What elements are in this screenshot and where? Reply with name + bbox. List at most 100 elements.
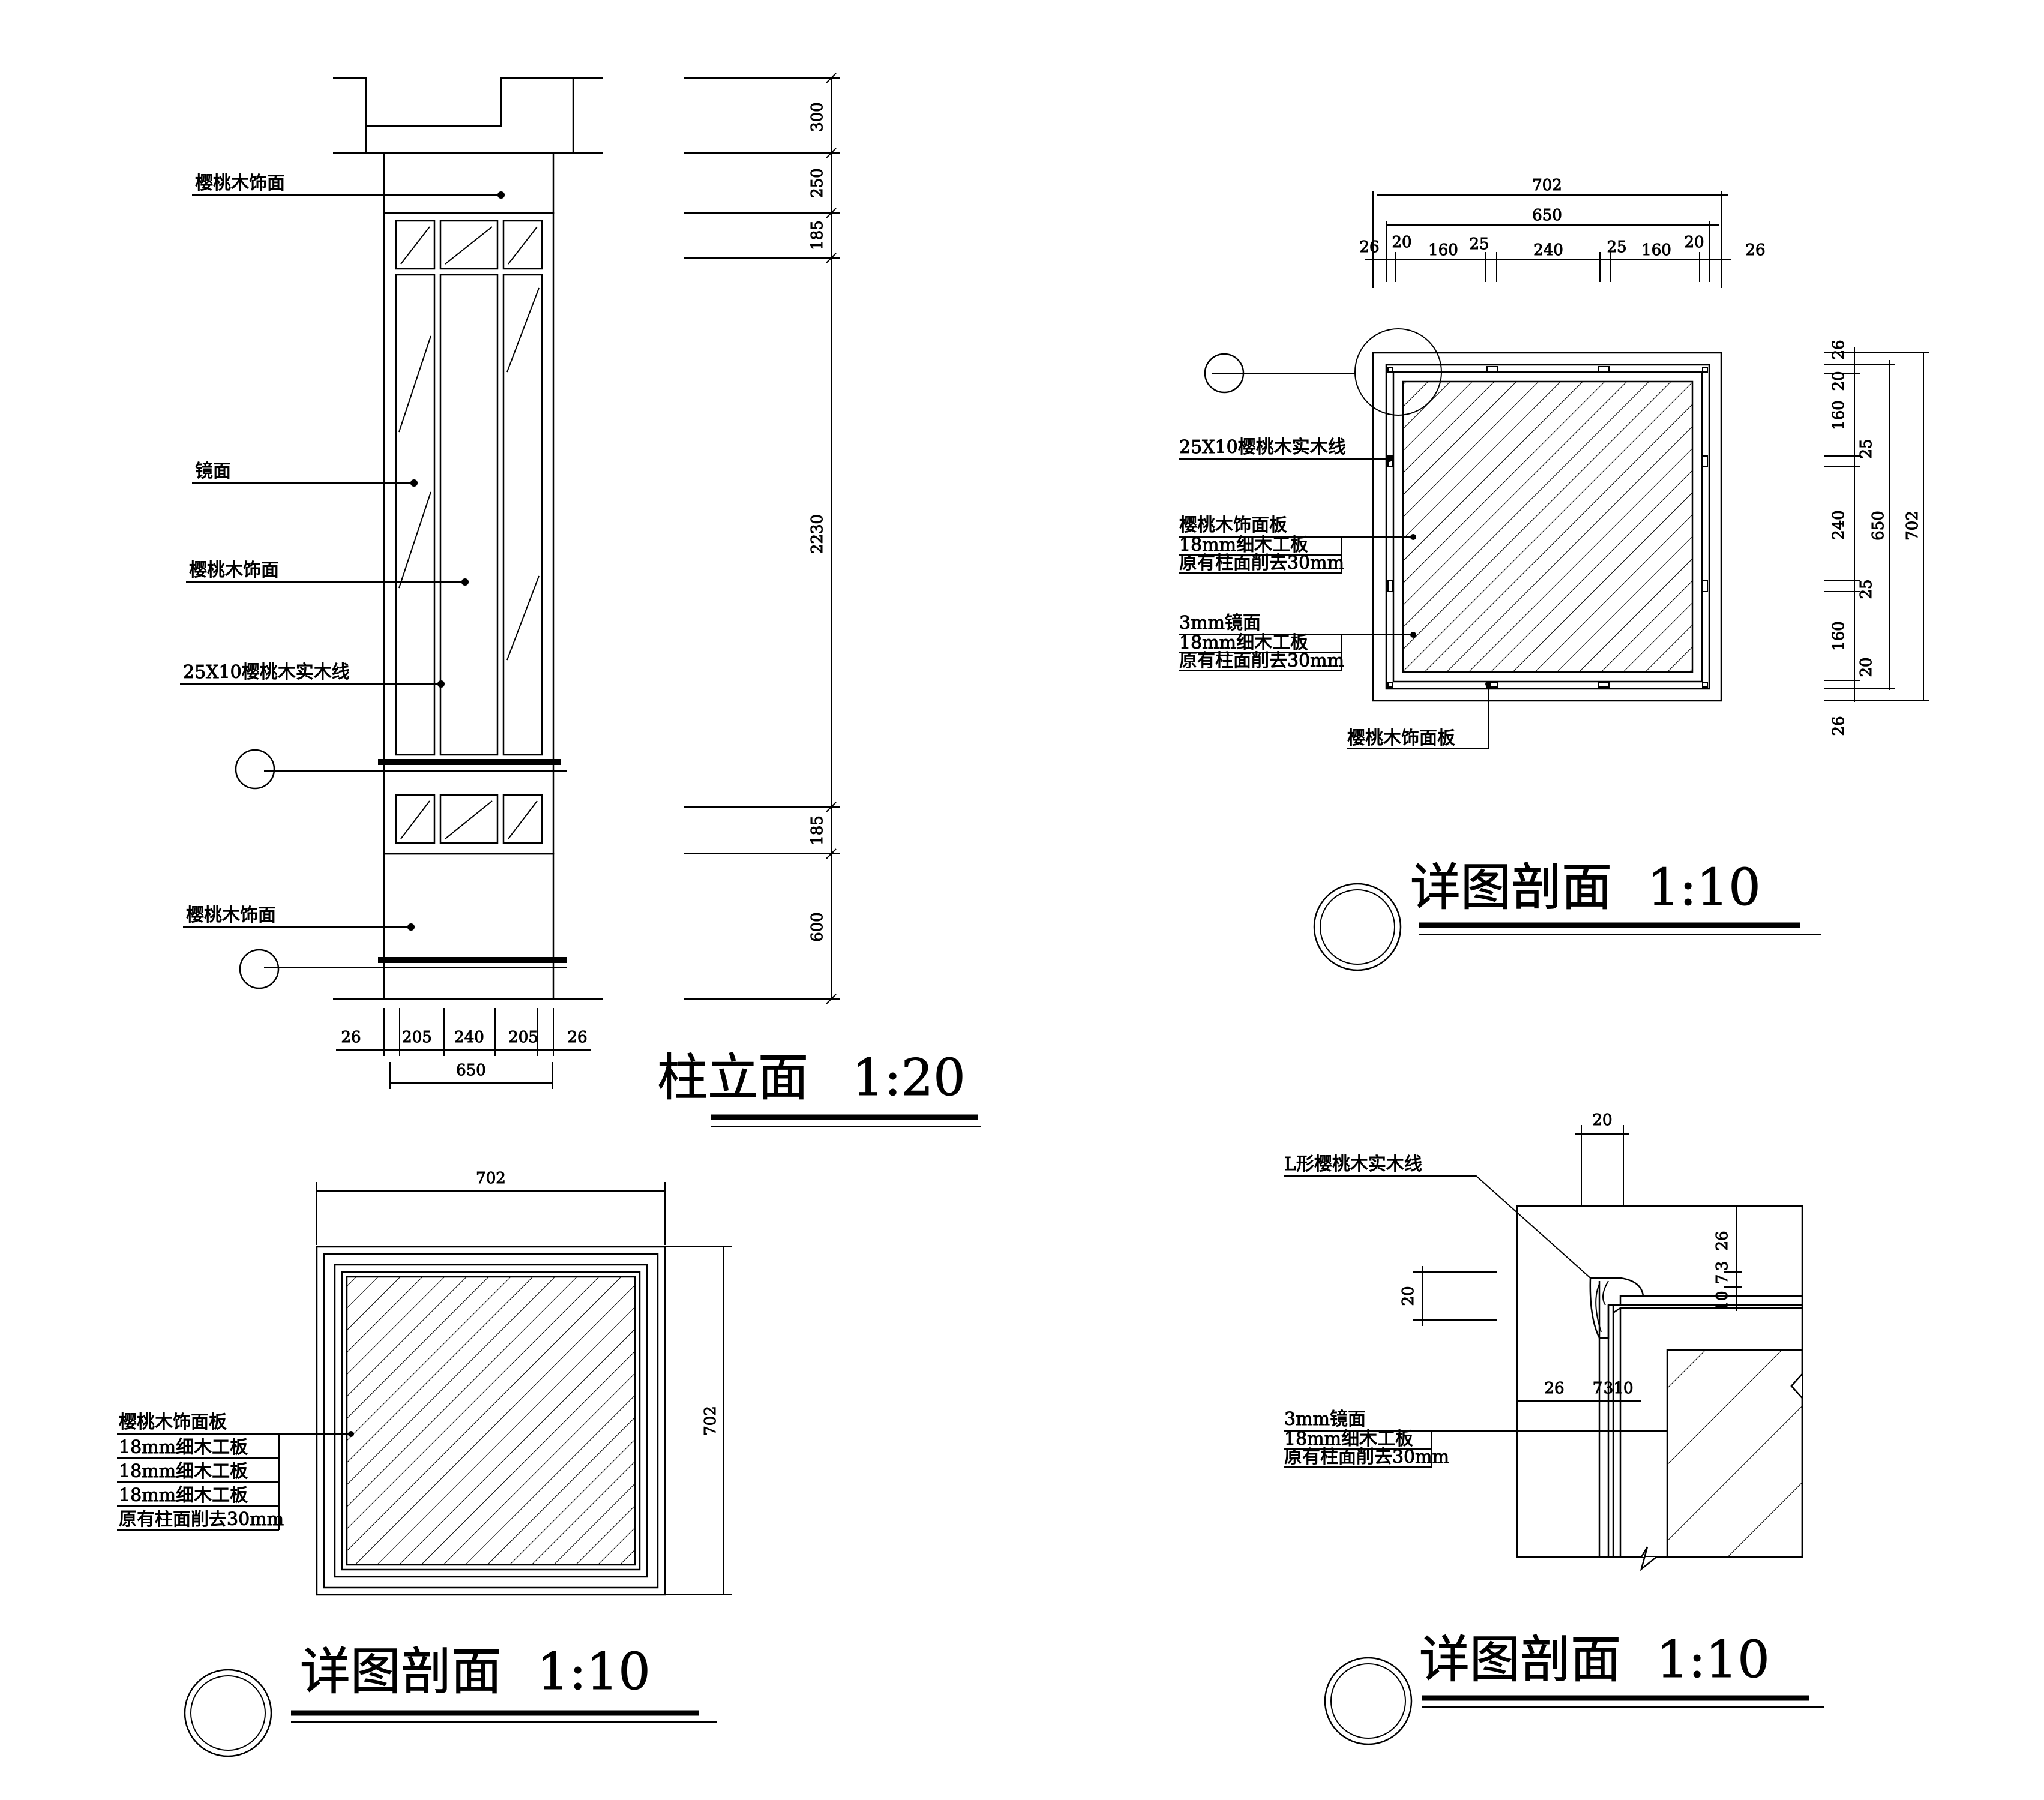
- tr-rdim-702: 702: [1904, 511, 1922, 541]
- dim-185-bottom: 185: [808, 815, 826, 845]
- br-label-board: 18mm细木工板: [1284, 1429, 1413, 1450]
- bl-title-circle: [184, 1669, 272, 1757]
- tr-label-g2-l1: 3mm镜面: [1179, 613, 1261, 634]
- br-dim-mid-3: 3: [1604, 1379, 1614, 1397]
- br-title-circle: [1324, 1657, 1413, 1745]
- br-dim-right-3: 3: [1713, 1261, 1731, 1271]
- dim-bottom-205-left: 205: [402, 1028, 432, 1046]
- tr-title: 详图剖面: [1410, 858, 1612, 917]
- tr-label-g1-l3: 原有柱面削去30mm: [1179, 553, 1344, 574]
- tr-dim-650: 650: [1532, 206, 1562, 224]
- column-elevation: [180, 73, 981, 1127]
- lower-small-panel-left: [395, 794, 436, 844]
- top-cherry-panel: [383, 152, 555, 214]
- lower-small-panel-right: [502, 794, 543, 844]
- tr-dim-702: 702: [1532, 176, 1562, 194]
- bl-label-1: 樱桃木饰面板: [119, 1412, 227, 1433]
- br-label-l-line: L形樱桃木实木线: [1284, 1154, 1422, 1175]
- lower-small-panel-mid: [439, 794, 499, 844]
- section-top-right: [1179, 191, 1929, 971]
- upper-small-panel-right: [502, 220, 543, 270]
- br-dim-mid-7: 7: [1593, 1379, 1603, 1397]
- tr-label-g1-l2: 18mm细木工板: [1179, 535, 1308, 556]
- br-scale: 1:10: [1656, 1630, 1770, 1689]
- upper-small-panel-left: [395, 220, 436, 270]
- br-label-mirror: 3mm镜面: [1284, 1409, 1366, 1430]
- tr-rdim-25-bottom: 25: [1857, 579, 1875, 599]
- base-cherry-panel: [383, 853, 555, 963]
- dim-2230: 2230: [808, 514, 826, 554]
- tr-top-dims: [1365, 191, 1731, 288]
- label-cherry-face-top: 樱桃木饰面: [195, 173, 285, 194]
- bl-dim-702-top: 702: [476, 1169, 506, 1187]
- tr-rdim-240: 240: [1830, 510, 1848, 540]
- section-bottom-left: [117, 1182, 732, 1757]
- br-dims: [1413, 1125, 1742, 1407]
- br-existing-column-hatch: [1666, 1349, 1803, 1558]
- br-dim-right-7: 7: [1713, 1274, 1731, 1285]
- tall-cherry-panel-mid: [439, 274, 499, 756]
- tr-dim-160-right: 160: [1641, 241, 1671, 259]
- bl-scale: 1:10: [537, 1642, 651, 1701]
- elevation-scale: 1:20: [852, 1048, 966, 1107]
- tr-dim-26-left: 26: [1359, 238, 1379, 256]
- tr-dim-160-left: 160: [1428, 241, 1458, 259]
- bl-dims: [316, 1182, 732, 1595]
- label-mirror: 镜面: [195, 461, 231, 482]
- label-cherry-face-bottom: 樱桃木饰面: [186, 905, 276, 926]
- tr-rdim-20-top: 20: [1830, 371, 1848, 391]
- br-title: 详图剖面: [1419, 1630, 1621, 1689]
- bl-title: 详图剖面: [300, 1642, 502, 1701]
- bl-label-4: 18mm细木工板: [119, 1485, 248, 1506]
- section-bottom-right: [1284, 1125, 1824, 1745]
- tr-dim-20-left: 20: [1392, 233, 1411, 251]
- br-dim-right-10: 10: [1713, 1291, 1731, 1310]
- br-break-line-right: [1790, 1373, 1803, 1399]
- label-cherry-line: 25X10樱桃木实木线: [183, 662, 350, 683]
- tr-rdim-25-top: 25: [1857, 439, 1875, 458]
- tr-dim-26-right: 26: [1745, 241, 1765, 259]
- br-dim-mid-26: 26: [1544, 1379, 1564, 1397]
- bl-label-3: 18mm细木工板: [119, 1461, 248, 1482]
- tr-hatched-core: [1402, 380, 1694, 673]
- bl-dim-702-right: 702: [702, 1406, 720, 1436]
- column-frame: [383, 212, 555, 855]
- elevation-leaders: [180, 194, 501, 928]
- tr-outer-square: [1372, 352, 1722, 702]
- elevation-title: 柱立面: [657, 1048, 808, 1107]
- dim-250: 250: [808, 168, 826, 198]
- tr-dim-20-right: 20: [1684, 233, 1704, 251]
- tr-rdim-26-bottom: 26: [1830, 716, 1848, 736]
- br-dim-left-20: 20: [1399, 1286, 1417, 1306]
- section-marker-lower: [239, 949, 280, 989]
- upper-small-panel-mid: [439, 220, 499, 270]
- tr-dim-240: 240: [1533, 241, 1563, 259]
- elevation-bottom-dims: [336, 1008, 591, 1089]
- tr-dim-25-right: 25: [1607, 238, 1626, 256]
- tr-title-circle: [1313, 883, 1402, 971]
- tall-mirror-panel-right: [502, 274, 543, 756]
- column-capital-outline: [333, 77, 603, 127]
- tr-rdim-20-bottom: 20: [1857, 657, 1875, 677]
- label-cherry-face-mid: 樱桃木饰面: [189, 560, 279, 581]
- tr-dim-25-left: 25: [1469, 235, 1489, 253]
- br-dim-right-26: 26: [1713, 1231, 1731, 1250]
- bl-label-2: 18mm细木工板: [119, 1437, 248, 1458]
- elevation-vertical-dims: [684, 73, 840, 1004]
- bl-label-5: 原有柱面削去30mm: [119, 1509, 284, 1530]
- dim-bottom-26-right: 26: [567, 1028, 587, 1046]
- br-dim-mid-10: 10: [1613, 1379, 1633, 1397]
- tr-label-g2-l3: 原有柱面削去30mm: [1179, 650, 1344, 671]
- dim-185-top: 185: [808, 220, 826, 250]
- tr-label-g2-l2: 18mm细木工板: [1179, 632, 1308, 653]
- tr-rdim-650: 650: [1869, 511, 1887, 541]
- br-break-line-bottom: [1620, 1546, 1668, 1571]
- dim-bottom-240: 240: [454, 1028, 484, 1046]
- tr-rdim-160-top: 160: [1830, 400, 1848, 430]
- bl-leader-lines: [117, 1433, 351, 1531]
- dim-bottom-26-left: 26: [341, 1028, 361, 1046]
- section-marker-upper: [235, 749, 275, 790]
- dim-600: 600: [808, 912, 826, 942]
- br-dim-top-20: 20: [1592, 1111, 1612, 1129]
